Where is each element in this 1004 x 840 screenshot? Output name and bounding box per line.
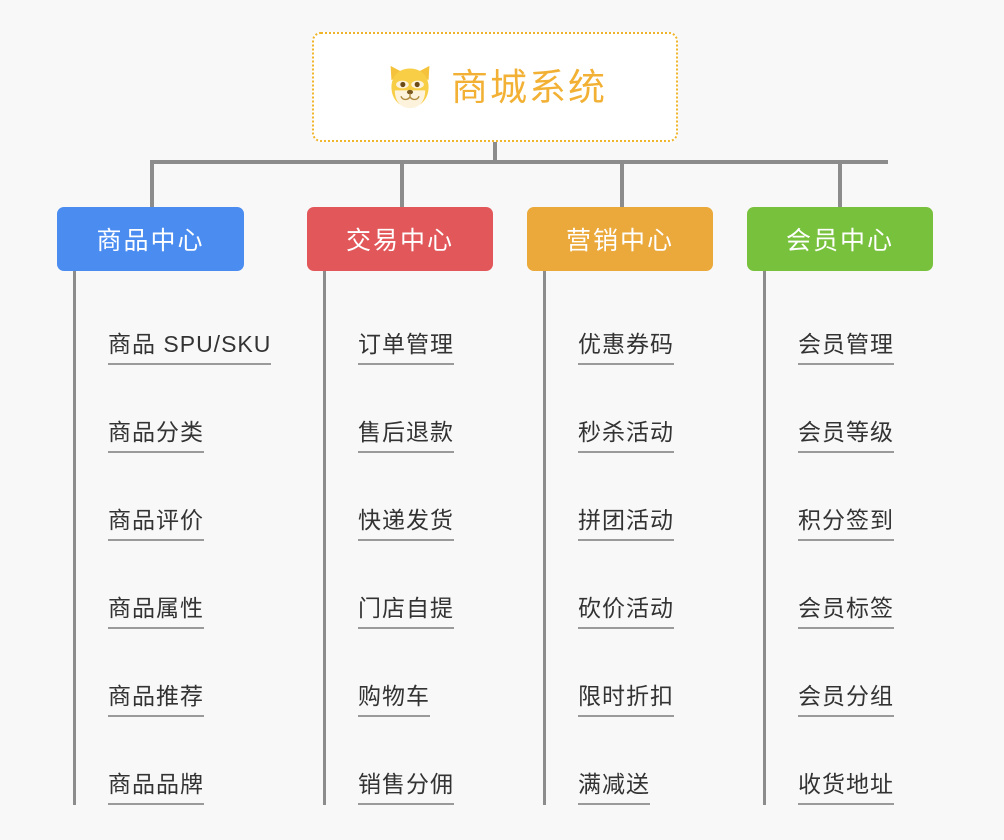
leaf-label: 购物车 (358, 683, 430, 717)
list-item[interactable]: 商品评价 (76, 453, 271, 541)
list-item[interactable]: 快递发货 (326, 453, 493, 541)
category-header-0[interactable]: 商品中心 (57, 207, 244, 271)
list-item[interactable]: 限时折扣 (546, 629, 713, 717)
leaf-label: 会员管理 (798, 331, 894, 365)
category-header-3[interactable]: 会员中心 (747, 207, 933, 271)
list-item[interactable]: 会员管理 (766, 277, 933, 365)
category-header-1[interactable]: 交易中心 (307, 207, 493, 271)
leaf-label: 销售分佣 (358, 771, 454, 805)
connector-horizontal-bus (150, 160, 888, 164)
leaf-label: 会员分组 (798, 683, 894, 717)
leaf-label: 商品属性 (108, 595, 204, 629)
category-header-label-2: 营销中心 (565, 227, 674, 255)
connector-drop-商品中心 (150, 160, 154, 208)
branch-column-2: 营销中心 优惠券码 秒杀活动 拼团活动 砍价活动 限时折扣 满减送 (527, 207, 713, 805)
leaf-label: 收货地址 (798, 771, 894, 805)
list-item[interactable]: 秒杀活动 (546, 365, 713, 453)
category-header-label-0: 商品中心 (96, 227, 205, 255)
leaf-list-2: 优惠券码 秒杀活动 拼团活动 砍价活动 限时折扣 满减送 (543, 271, 713, 805)
list-item[interactable]: 购物车 (326, 629, 493, 717)
category-header-label-3: 会员中心 (785, 227, 894, 255)
list-item[interactable]: 商品分类 (76, 365, 271, 453)
root-node[interactable]: 商城系统 (312, 32, 678, 142)
leaf-label: 限时折扣 (578, 683, 674, 717)
connector-drop-营销中心 (620, 160, 624, 208)
list-item[interactable]: 商品属性 (76, 541, 271, 629)
list-item[interactable]: 积分签到 (766, 453, 933, 541)
leaf-label: 砍价活动 (578, 595, 674, 629)
list-item[interactable]: 收货地址 (766, 717, 933, 805)
dog-face-icon (383, 60, 437, 114)
leaf-label: 订单管理 (358, 331, 454, 365)
list-item[interactable]: 商品品牌 (76, 717, 271, 805)
leaf-list-0: 商品 SPU/SKU 商品分类 商品评价 商品属性 商品推荐 商品品牌 (73, 271, 272, 805)
leaf-label: 商品品牌 (108, 771, 204, 805)
leaf-label: 拼团活动 (578, 507, 674, 541)
leaf-label: 售后退款 (358, 419, 454, 453)
root-title: 商城系统 (451, 66, 607, 108)
branch-column-3: 会员中心 会员管理 会员等级 积分签到 会员标签 会员分组 收货地址 (747, 207, 933, 805)
leaf-label: 商品 SPU/SKU (108, 331, 272, 365)
list-item[interactable]: 订单管理 (326, 277, 493, 365)
leaf-label: 优惠券码 (578, 331, 674, 365)
list-item[interactable]: 拼团活动 (546, 453, 713, 541)
leaf-label: 秒杀活动 (578, 419, 674, 453)
leaf-label: 会员等级 (798, 419, 894, 453)
leaf-label: 快递发货 (358, 507, 454, 541)
leaf-label: 积分签到 (798, 507, 894, 541)
connector-root-stub (493, 142, 497, 164)
leaf-label: 门店自提 (358, 595, 454, 629)
category-header-2[interactable]: 营销中心 (527, 207, 713, 271)
list-item[interactable]: 门店自提 (326, 541, 493, 629)
leaf-label: 商品分类 (108, 419, 204, 453)
list-item[interactable]: 销售分佣 (326, 717, 493, 805)
list-item[interactable]: 优惠券码 (546, 277, 713, 365)
list-item[interactable]: 砍价活动 (546, 541, 713, 629)
list-item[interactable]: 会员等级 (766, 365, 933, 453)
branch-column-0: 商品中心 商品 SPU/SKU 商品分类 商品评价 商品属性 商品推荐 商品品牌 (57, 207, 272, 805)
leaf-list-3: 会员管理 会员等级 积分签到 会员标签 会员分组 收货地址 (763, 271, 933, 805)
leaf-label: 商品推荐 (108, 683, 204, 717)
leaf-list-1: 订单管理 售后退款 快递发货 门店自提 购物车 销售分佣 (323, 271, 493, 805)
leaf-label: 会员标签 (798, 595, 894, 629)
list-item[interactable]: 商品推荐 (76, 629, 271, 717)
category-header-label-1: 交易中心 (345, 227, 454, 255)
list-item[interactable]: 售后退款 (326, 365, 493, 453)
connector-drop-会员中心 (838, 160, 842, 208)
leaf-label: 商品评价 (108, 507, 204, 541)
list-item[interactable]: 商品 SPU/SKU (76, 277, 272, 365)
connector-drop-交易中心 (400, 160, 404, 208)
list-item[interactable]: 会员分组 (766, 629, 933, 717)
leaf-label: 满减送 (578, 771, 650, 805)
branch-column-1: 交易中心 订单管理 售后退款 快递发货 门店自提 购物车 销售分佣 (307, 207, 493, 805)
list-item[interactable]: 会员标签 (766, 541, 933, 629)
list-item[interactable]: 满减送 (546, 717, 713, 805)
